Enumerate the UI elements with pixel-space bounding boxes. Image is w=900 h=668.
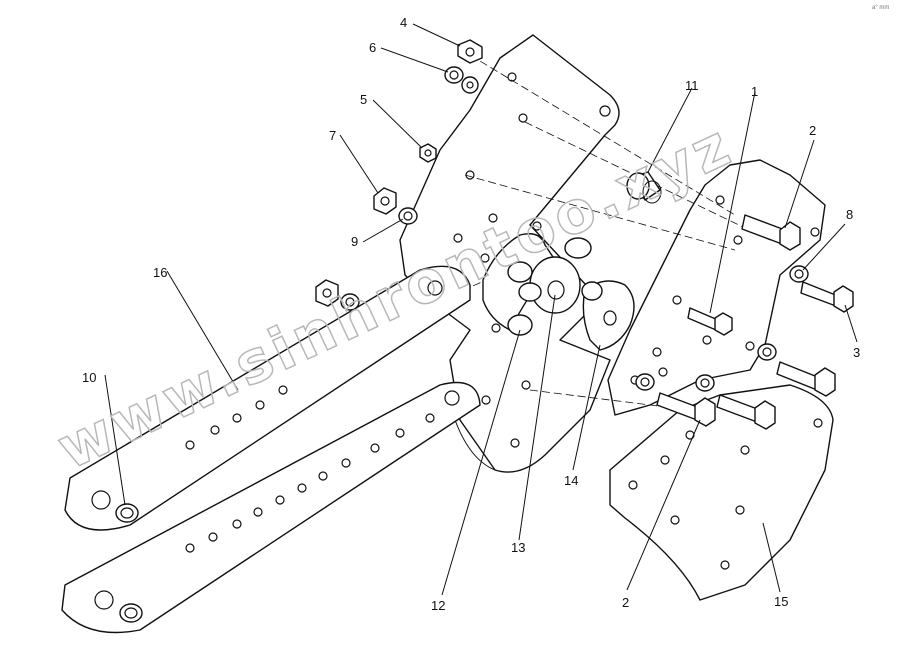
callout-4: 4 (400, 15, 407, 30)
callout-2-upper: 2 (809, 123, 816, 138)
lower-link-arm (61, 381, 481, 634)
leader-lines (104, 23, 858, 596)
lower-right-plate (609, 384, 834, 601)
callout-1: 1 (751, 84, 758, 99)
callout-10: 10 (82, 370, 96, 385)
callout-15: 15 (774, 594, 788, 609)
callout-5: 5 (360, 92, 367, 107)
right-plate (607, 159, 826, 416)
callout-11: 11 (685, 78, 699, 93)
callout-14: 14 (564, 473, 578, 488)
callout-12: 12 (431, 598, 445, 613)
callout-3: 3 (853, 345, 860, 360)
callout-7: 7 (329, 128, 336, 143)
callout-2-lower: 2 (622, 595, 629, 610)
nuts-and-washers (315, 39, 483, 311)
upper-link-arm (64, 265, 471, 531)
bolts (635, 214, 854, 430)
callout-labels: 1 2 2 3 4 5 6 7 8 9 10 11 12 13 14 15 16 (82, 15, 860, 613)
callout-9: 9 (351, 234, 358, 249)
corner-mark: a° mm (872, 5, 889, 11)
hub-assembly (482, 233, 635, 351)
callout-8: 8 (846, 207, 853, 222)
callout-6: 6 (369, 40, 376, 55)
callout-16: 16 (153, 265, 167, 280)
spacer (626, 171, 662, 204)
callout-13: 13 (511, 540, 525, 555)
bushings (115, 503, 143, 623)
